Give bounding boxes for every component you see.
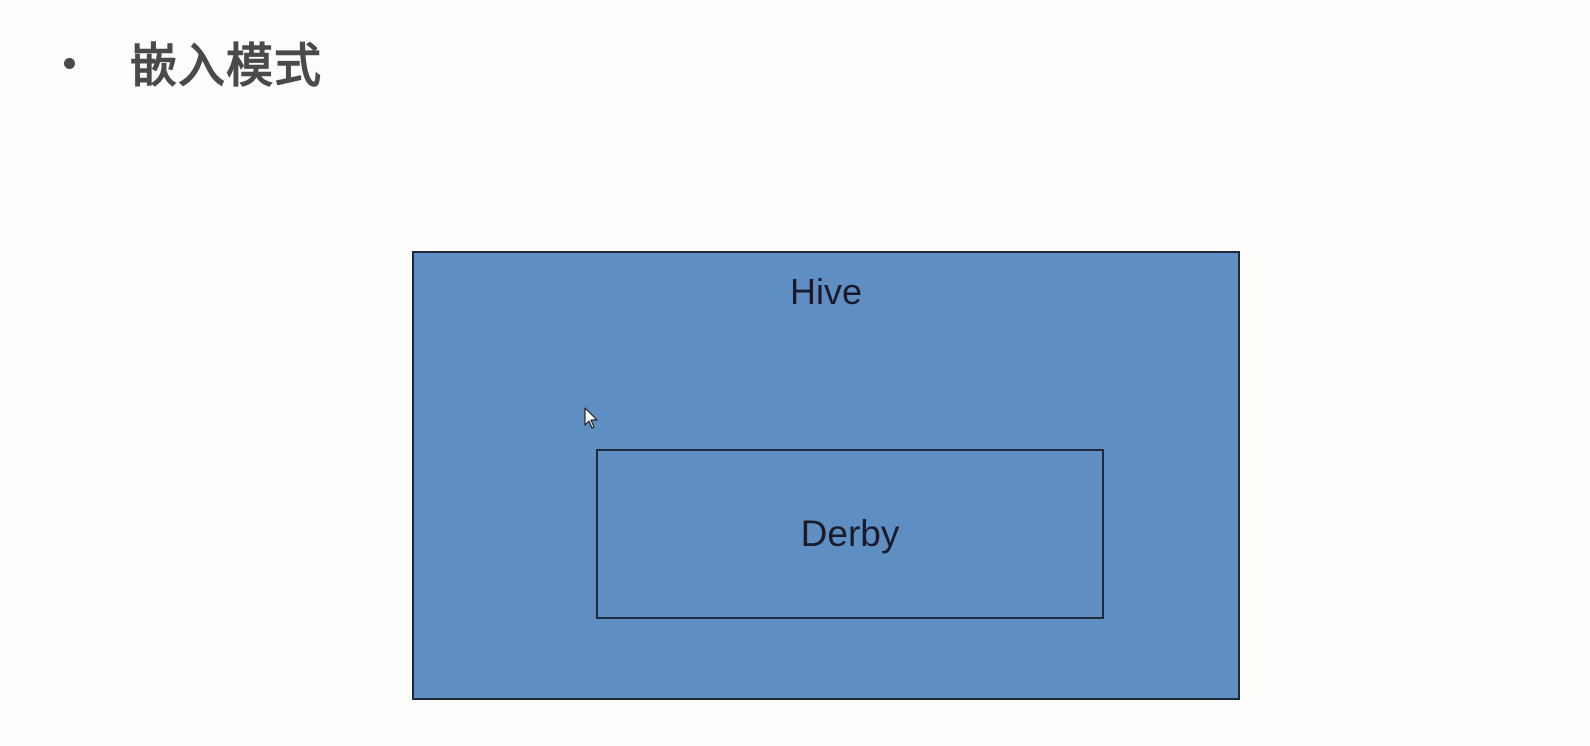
bullet-dot-icon: [64, 58, 75, 69]
derby-box: Derby: [596, 449, 1104, 619]
derby-label: Derby: [800, 513, 900, 554]
hive-box: Hive Derby: [412, 251, 1240, 700]
mouse-pointer-icon: [584, 407, 598, 429]
slide-heading: 嵌入模式: [130, 39, 322, 94]
hive-label: Hive: [789, 271, 863, 312]
